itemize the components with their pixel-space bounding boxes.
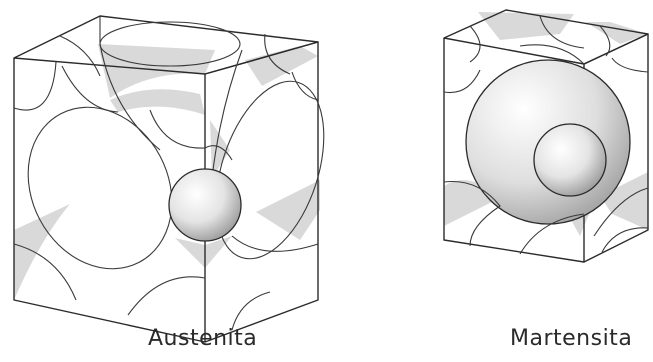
austenite-unit-cell bbox=[13, 15, 325, 343]
austenita-label: Austenita bbox=[148, 326, 258, 351]
martensite-unit-cell bbox=[443, 9, 649, 263]
martensite-interstitial-atom bbox=[533, 123, 607, 197]
martensita-label: Martensita bbox=[510, 326, 633, 351]
austenite-interstitial-atom bbox=[168, 168, 242, 242]
